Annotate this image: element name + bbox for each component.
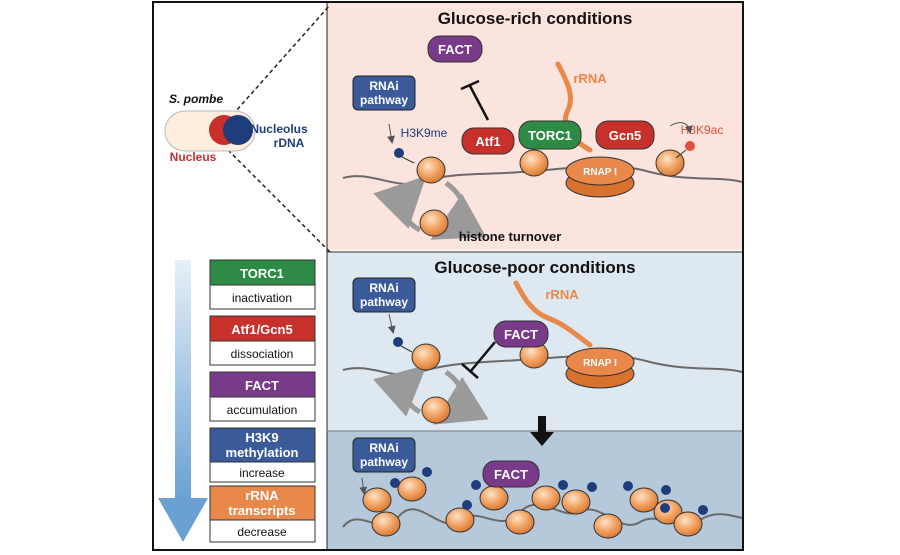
legend-item-torc1: TORC1 inactivation xyxy=(209,259,316,310)
poor-rrna-label: rRNA xyxy=(545,287,579,302)
rich-rnap-label: RNAP I xyxy=(583,167,617,178)
nucleosome xyxy=(629,487,659,513)
legend-title-atf1-gcn5: Atf1/Gcn5 xyxy=(231,322,292,337)
legend-effect-rrna: decrease xyxy=(237,525,287,539)
h3k9me-mark xyxy=(558,480,568,490)
nucleosome xyxy=(421,396,451,424)
organism-label: S. pombe xyxy=(169,92,223,106)
h3k9me-mark xyxy=(422,467,432,477)
nucleosome xyxy=(419,209,449,237)
legend-effect-atf1-gcn5: dissociation xyxy=(231,347,294,361)
histone-turnover-label: histone turnover xyxy=(459,229,562,244)
nucleosome xyxy=(397,476,427,502)
legend-title-rrna-line1: rRNA xyxy=(245,488,279,503)
rich-inhibition-line xyxy=(468,85,490,121)
nucleosome xyxy=(655,149,685,177)
rdna-label: rDNA xyxy=(274,136,305,150)
rich-fact-label: FACT xyxy=(438,42,472,57)
h3k9me-label: H3K9me xyxy=(401,126,448,140)
rich-torc1-badge xyxy=(518,120,582,150)
legend-arrow-shaft xyxy=(175,260,191,500)
transition-arrow-head xyxy=(530,432,554,446)
legend-title-rrna-line2: transcripts xyxy=(228,503,295,518)
bottom-rnai-line1: RNAi xyxy=(369,441,398,455)
h3k9me-mark xyxy=(660,503,670,513)
legend-title-fact: FACT xyxy=(245,378,279,393)
nucleus-label: Nucleus xyxy=(170,150,217,164)
nucleosome xyxy=(411,343,441,371)
legend-item-rrna: rRNA transcripts decrease xyxy=(209,485,316,543)
legend-item-atf1-gcn5: Atf1/Gcn5 dissociation xyxy=(209,315,316,366)
h3k9me-mark xyxy=(462,500,472,510)
nucleosome xyxy=(362,487,392,513)
legend-effect-torc1: inactivation xyxy=(232,291,292,305)
nucleosome xyxy=(593,513,623,539)
h3k9me-mark xyxy=(623,481,633,491)
h3k9me-mark xyxy=(471,480,481,490)
poor-title: Glucose-poor conditions xyxy=(434,258,635,277)
poor-rrna-strand xyxy=(513,280,593,348)
h3k9me-mark xyxy=(394,148,404,158)
nucleosome xyxy=(673,511,703,537)
poor-fact-badge xyxy=(493,320,549,348)
h3k9me-mark xyxy=(698,505,708,515)
bottom-rnai-line2: pathway xyxy=(360,455,408,469)
poor-inhibition-bar xyxy=(461,363,479,379)
legend-item-fact: FACT accumulation xyxy=(209,371,316,422)
poor-rnai-line2: pathway xyxy=(360,295,408,309)
h3k9me-mark xyxy=(661,485,671,495)
poor-fact-label: FACT xyxy=(504,327,538,342)
poor-inhibition-line xyxy=(469,341,496,373)
rich-rnai-line1: RNAi xyxy=(369,79,398,93)
rich-atf1-badge xyxy=(461,127,515,155)
nucleosome xyxy=(445,507,475,533)
rich-turnover-arrow-1 xyxy=(430,180,487,240)
rich-gcn5-badge xyxy=(595,120,655,150)
legend-title-h3k9-line1: H3K9 xyxy=(245,430,278,445)
rich-fact-badge xyxy=(427,35,483,63)
rich-gcn5-label: Gcn5 xyxy=(609,128,642,143)
nucleosome xyxy=(416,156,446,184)
legend-effect-h3k9: increase xyxy=(239,466,285,480)
rich-inhibition-bar xyxy=(460,79,480,91)
nucleosome xyxy=(371,511,401,537)
h3k9me-mark xyxy=(393,337,403,347)
rich-turnover-arrow-2 xyxy=(373,175,427,233)
rich-title: Glucose-rich conditions xyxy=(438,9,633,28)
rich-atf1-label: Atf1 xyxy=(475,134,500,149)
nucleosome xyxy=(479,485,509,511)
bottom-fact-label: FACT xyxy=(494,467,528,482)
nucleosome xyxy=(531,485,561,511)
rich-rnai-badge xyxy=(352,75,416,111)
poor-rnai-badge xyxy=(352,277,416,313)
poor-rnai-line1: RNAi xyxy=(369,281,398,295)
nucleolus-label: Nucleolus xyxy=(250,122,308,136)
legend-effect-fact: accumulation xyxy=(227,403,298,417)
rich-torc1-label: TORC1 xyxy=(528,128,572,143)
rich-rrna-label: rRNA xyxy=(573,71,607,86)
poor-rnap xyxy=(565,347,635,377)
transition-arrow-shaft xyxy=(538,416,546,434)
legend-arrow-head xyxy=(158,498,208,542)
legend-title-h3k9-line2: methylation xyxy=(226,445,299,460)
poor-turnover-arrow-2 xyxy=(372,364,427,417)
nucleolus-circle xyxy=(223,115,253,145)
bottom-rnai-badge xyxy=(352,437,416,473)
nucleosome xyxy=(561,489,591,515)
h3k9ac-mark xyxy=(685,141,695,151)
rich-rnai-line2: pathway xyxy=(360,93,408,107)
poor-rnap-label: RNAP I xyxy=(583,358,617,369)
nucleosome xyxy=(505,509,535,535)
poor-turnover-arrow-1 xyxy=(433,369,489,425)
h3k9me-mark xyxy=(587,482,597,492)
legend-item-h3k9: H3K9 methylation increase xyxy=(209,427,316,483)
h3k9me-mark xyxy=(390,478,400,488)
rich-rnap xyxy=(565,156,635,186)
bottom-fact-badge xyxy=(482,460,540,488)
legend-title-torc1: TORC1 xyxy=(240,266,284,281)
nucleosome xyxy=(519,149,549,177)
